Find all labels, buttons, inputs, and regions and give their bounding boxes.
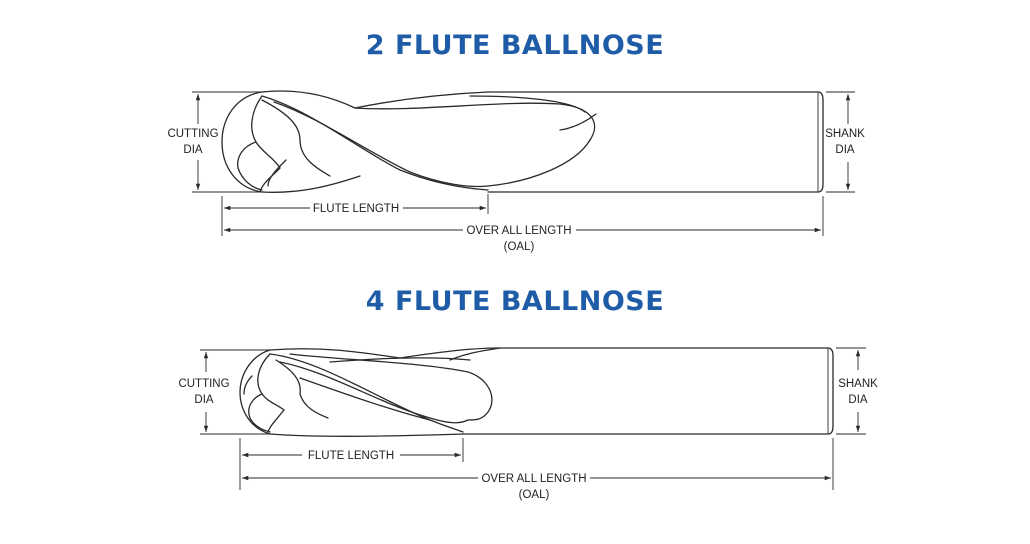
four-flute-oal-label-1: OVER ALL LENGTH [481,473,586,485]
four-flute-shank-dia-label-2: DIA [848,394,868,406]
two-flute-ballnose [221,91,263,193]
four-flute-shank-dia-label-1: SHANK [838,378,878,390]
diagram-title-4-flute: 4 FLUTE BALLNOSE [365,286,665,317]
two-flute-shank-dia-label-2: DIA [835,144,855,156]
four-flute-dimensions [200,347,866,490]
two-flute-cutting-dia-label-1: CUTTING [167,128,218,140]
two-flute-tool-drawing [221,90,824,193]
four-flute-cutting-dia-label-2: DIA [194,394,214,406]
two-flute-shank [487,91,824,193]
two-flute-oal-label-1: OVER ALL LENGTH [466,225,571,237]
four-flute-cutting-dia-label-1: CUTTING [178,378,229,390]
four-flute-shank [462,347,834,435]
two-flute-shank-dia-label-1: SHANK [825,128,865,140]
four-flute-flute-length-label: FLUTE LENGTH [308,450,394,462]
four-flute-tool-drawing [239,347,834,437]
diagram-title-2-flute: 2 FLUTE BALLNOSE [365,30,665,61]
two-flute-cutting-dia-label-2: DIA [183,144,203,156]
two-flute-labels: CUTTING DIA SHANK DIA FLUTE LENGTH OVER … [167,128,865,253]
four-flute-ballnose [239,349,271,435]
four-flute-oal-label-2: (OAL) [519,489,550,501]
two-flute-oal-label-2: (OAL) [504,241,535,253]
two-flute-dimensions [192,91,855,236]
four-flute-labels: CUTTING DIA SHANK DIA FLUTE LENGTH OVER … [178,378,878,501]
two-flute-flute-length-label: FLUTE LENGTH [313,203,399,215]
